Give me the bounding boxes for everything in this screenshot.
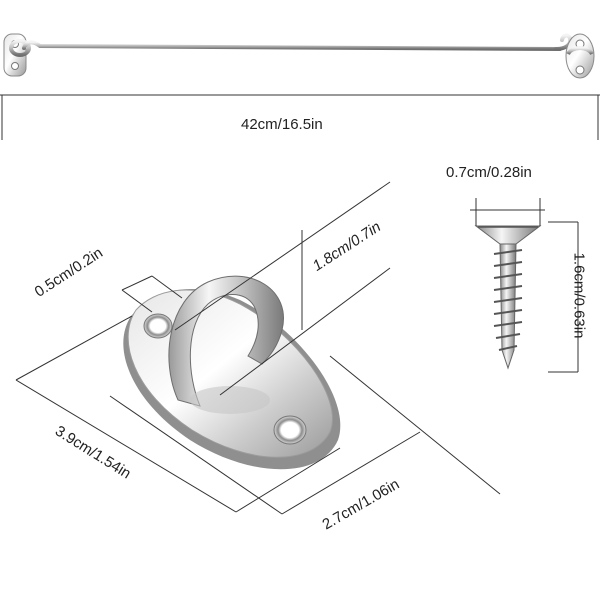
pad-eye-dimensions (15, 181, 501, 515)
hook-length-label: 42cm/16.5in (241, 116, 323, 133)
pad-eye-plate (123, 275, 341, 470)
screw (474, 225, 542, 370)
hook-length-dimension (0, 94, 600, 140)
cabin-hook (3, 33, 595, 79)
screw-head-width-label: 0.7cm/0.28in (446, 164, 532, 181)
screw-dimensions (470, 198, 579, 373)
screw-length-label: 1.6cm/0.63in (570, 252, 588, 339)
